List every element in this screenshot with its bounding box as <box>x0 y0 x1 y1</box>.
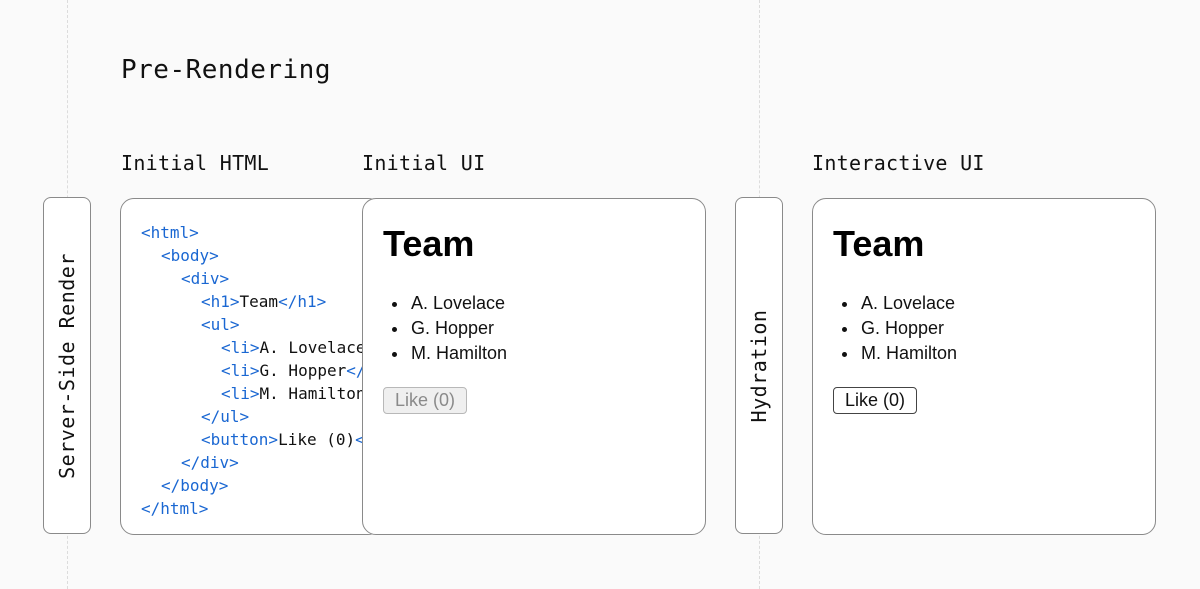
initial-like-button: Like (0) <box>383 387 468 414</box>
interactive-like-button[interactable]: Like (0) <box>833 387 918 414</box>
code-tag: <button> <box>201 430 279 449</box>
list-item: M. Hamilton <box>409 341 507 366</box>
code-line: <li>M. Hamilton</li> <box>141 382 381 405</box>
list-item: M. Hamilton <box>859 341 957 366</box>
interactive-ui-title: Team <box>833 223 925 264</box>
initial-ui-card: Team A. Lovelace G. Hopper M. Hamilton L… <box>362 198 706 535</box>
code-tag: <html> <box>141 223 199 242</box>
code-tag: <li> <box>221 361 260 380</box>
initial-ui-member-list: A. Lovelace G. Hopper M. Hamilton <box>389 291 507 366</box>
code-line: </div> <box>141 451 381 474</box>
code-tag: <div> <box>181 269 230 288</box>
list-item: G. Hopper <box>409 316 507 341</box>
interactive-ui-card: Team A. Lovelace G. Hopper M. Hamilton L… <box>812 198 1156 535</box>
code-line: <ul> <box>141 313 381 336</box>
code-line: <button>Like (0)</button> <box>141 428 381 451</box>
column-label-interactive-ui: Interactive UI <box>812 151 985 175</box>
code-text: Team <box>239 292 279 311</box>
list-item: G. Hopper <box>859 316 957 341</box>
column-label-initial-html: Initial HTML <box>121 151 270 175</box>
code-tag: <h1> <box>201 292 240 311</box>
hydration-label: Hydration <box>747 309 771 422</box>
server-side-render-label: Server-Side Render <box>55 252 79 479</box>
code-tag: <ul> <box>201 315 240 334</box>
hydration-box: Hydration <box>735 197 783 534</box>
code-tag: </body> <box>161 476 229 495</box>
code-tag: </html> <box>141 499 209 518</box>
code-tag: <li> <box>221 384 260 403</box>
code-tag: </h1> <box>278 292 327 311</box>
column-label-initial-ui: Initial UI <box>362 151 486 175</box>
initial-ui-title: Team <box>383 223 475 264</box>
code-line: <h1>Team</h1> <box>141 290 381 313</box>
code-tag: </ul> <box>201 407 250 426</box>
code-line: </body> <box>141 474 381 497</box>
code-line: <li>G. Hopper</li> <box>141 359 381 382</box>
code-line: </html> <box>141 497 381 520</box>
code-line: </ul> <box>141 405 381 428</box>
code-text: Like (0) <box>278 430 356 449</box>
code-line: <html> <box>141 221 381 244</box>
list-item: A. Lovelace <box>409 291 507 316</box>
code-tag: <body> <box>161 246 219 265</box>
code-line: <body> <box>141 244 381 267</box>
html-code-block: <html><body><div><h1>Team</h1><ul><li>A.… <box>141 221 381 520</box>
diagram-heading: Pre-Rendering <box>121 55 331 85</box>
code-line: <div> <box>141 267 381 290</box>
code-text: A. Lovelace <box>259 338 366 357</box>
interactive-ui-member-list: A. Lovelace G. Hopper M. Hamilton <box>839 291 957 366</box>
code-tag: </div> <box>181 453 239 472</box>
code-text: G. Hopper <box>259 361 347 380</box>
code-text: M. Hamilton <box>259 384 366 403</box>
initial-html-card: <html><body><div><h1>Team</h1><ul><li>A.… <box>120 198 382 535</box>
list-item: A. Lovelace <box>859 291 957 316</box>
server-side-render-box: Server-Side Render <box>43 197 91 534</box>
code-line: <li>A. Lovelace</li> <box>141 336 381 359</box>
code-tag: <li> <box>221 338 260 357</box>
